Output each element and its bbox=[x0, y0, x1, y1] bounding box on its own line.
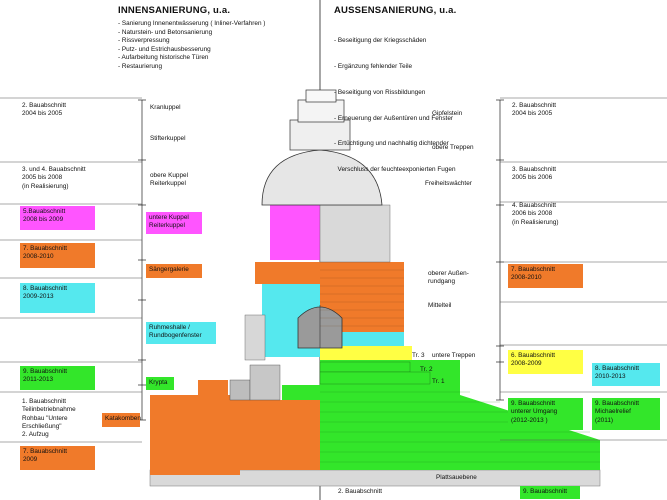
tier-1-label: Tr. 1 bbox=[432, 378, 445, 385]
inner-item: - Restaurierung bbox=[118, 62, 163, 70]
bottom-stage-2: 2. Bauabschnitt bbox=[338, 488, 383, 495]
right-stage-3: 3. Bauabschnitt 2005 bis 2006 bbox=[512, 166, 557, 182]
inner-header: INNENSANIERUNG, u.a. bbox=[118, 5, 231, 16]
inner-item: - Rissverpressung bbox=[118, 37, 170, 45]
right-stage-4: 4. Bauabschnitt 2006 bis 2008 (in Realis… bbox=[512, 202, 559, 226]
tier-2 bbox=[319, 371, 431, 385]
katakomben-upper bbox=[198, 380, 228, 400]
left-stage-7b-box: 7. Bauabschnitt 2009 bbox=[20, 446, 95, 470]
krypta-lower-zone bbox=[240, 400, 322, 470]
zone-mittelteil: Mittelteil bbox=[428, 302, 452, 309]
tier-1 bbox=[319, 361, 411, 373]
zone-katakomben: Katakomben bbox=[102, 413, 141, 427]
tier-2-label: Tr. 2 bbox=[420, 366, 433, 373]
zone-krypta: Krypta bbox=[146, 377, 174, 390]
left-step bbox=[229, 379, 251, 401]
bottom-stage-9-box: 9. Bauabschnitt bbox=[520, 486, 580, 499]
left-step bbox=[249, 364, 281, 401]
right-stage-9-relief-box: 9. Bauabschnitt Michaelrelief (2011) bbox=[592, 398, 660, 430]
zone-gipfelstein: Gipfelstein bbox=[432, 110, 463, 117]
zone-kranluppel: Kranluppel bbox=[150, 104, 181, 111]
brick-hatch bbox=[320, 269, 404, 327]
outer-item: - Beseitigung der Kriegsschäden bbox=[334, 37, 427, 45]
left-stage-5-box: 5.Bauabschnitt 2008 bis 2009 bbox=[20, 206, 95, 230]
freiheitswaechter-zone bbox=[319, 204, 391, 263]
zone-obere-kuppel: obere Kuppel Reiterkuppel bbox=[150, 172, 189, 188]
inner-item: - Sanierung Innenentwässerung ( Inliner-… bbox=[118, 20, 266, 27]
inner-item: - Putz- und Estrichausbesserung bbox=[118, 45, 211, 53]
outer-item: - Beseitigung von Rissbildungen bbox=[334, 88, 426, 96]
right-stage-2: 2. Bauabschnitt 2004 bis 2005 bbox=[512, 102, 557, 118]
right-stage-7-box: 7. Bauabschnitt 2008-2010 bbox=[508, 264, 583, 288]
zone-untere-kuppel: untere Kuppel Reiterkuppel bbox=[146, 212, 202, 234]
platform-label: Plattsauebene bbox=[436, 474, 477, 481]
outer-item: - Ertüchtigung und nachhaltig dichtender bbox=[334, 140, 449, 148]
inner-item: - Naturstein- und Betonsanierung bbox=[118, 28, 213, 36]
untere-kuppel-zone bbox=[270, 205, 320, 260]
left-buttress bbox=[244, 314, 266, 361]
outer-item: Verschluss der feuchteexponierten Fugen bbox=[334, 166, 456, 174]
zone-oberer-aussenrundgang: oberer Außen- rundgang bbox=[428, 270, 469, 286]
outer-item: - Erneuerung der Außentüren und Fenster bbox=[334, 114, 454, 122]
katakomben-zone bbox=[150, 395, 240, 475]
stifterkuppel-shape bbox=[289, 119, 351, 151]
zone-ruhmeshalle: Ruhmeshalle / Rundbogenfenster bbox=[146, 322, 216, 344]
outer-item: - Ergänzung fehlender Teile bbox=[334, 62, 413, 70]
left-stage-8-box: 8. Bauabschnitt 2009-2013 bbox=[20, 283, 95, 313]
saengergalerie-zone bbox=[255, 262, 320, 284]
left-stage-1: 1. Bauabschnitt Teilinbetriebnahme Rohba… bbox=[22, 398, 76, 439]
outer-header: AUSSENSANIERUNG, u.a. bbox=[334, 5, 457, 16]
zone-freiheitswaechter: Freiheitswächter bbox=[425, 180, 472, 187]
inner-bracket bbox=[138, 99, 146, 421]
zone-obere-treppen: obere Treppen bbox=[432, 144, 474, 151]
right-stage-8-box: 8. Bauabschnitt 2010-2013 bbox=[592, 363, 660, 386]
left-stage-3-4: 3. und 4. Bauabschnitt 2005 bis 2008 (in… bbox=[22, 166, 86, 190]
untere-treppen-zone bbox=[320, 346, 412, 360]
krypta-left bbox=[282, 385, 320, 400]
left-stage-2: 2. Bauabschnitt 2004 bis 2005 bbox=[22, 102, 67, 118]
inner-measures-list: - Sanierung Innenentwässerung ( Inliner-… bbox=[118, 20, 265, 72]
green-hatch bbox=[320, 391, 600, 463]
zone-stifterkuppel: Stifterkuppel bbox=[150, 135, 186, 142]
left-stage-7-box: 7. Bauabschnitt 2008-2010 bbox=[20, 243, 95, 268]
outer-measures-list: - Beseitigung der Kriegsschäden - Ergänz… bbox=[334, 20, 456, 183]
guide-lines bbox=[0, 97, 667, 443]
right-stage-6-box: 6. Bauabschnitt 2008-2009 bbox=[508, 350, 583, 374]
gipfelstein-shape bbox=[305, 89, 337, 103]
inner-item: - Aufarbeitung historische Türen bbox=[118, 54, 209, 62]
zone-untere-treppen: untere Treppen bbox=[432, 352, 476, 359]
zone-saengergalerie: Sängergalerie bbox=[146, 264, 202, 278]
right-stage-9-umgang-box: 9. Bauabschnitt unterer Umgang (2012-201… bbox=[508, 398, 583, 430]
left-stage-9-box: 9. Bauabschnitt 2011-2013 bbox=[20, 366, 95, 390]
tier-3-label: Tr. 3 bbox=[412, 352, 425, 359]
outer-bracket bbox=[496, 99, 504, 401]
unterer-umgang-zone bbox=[320, 360, 600, 470]
